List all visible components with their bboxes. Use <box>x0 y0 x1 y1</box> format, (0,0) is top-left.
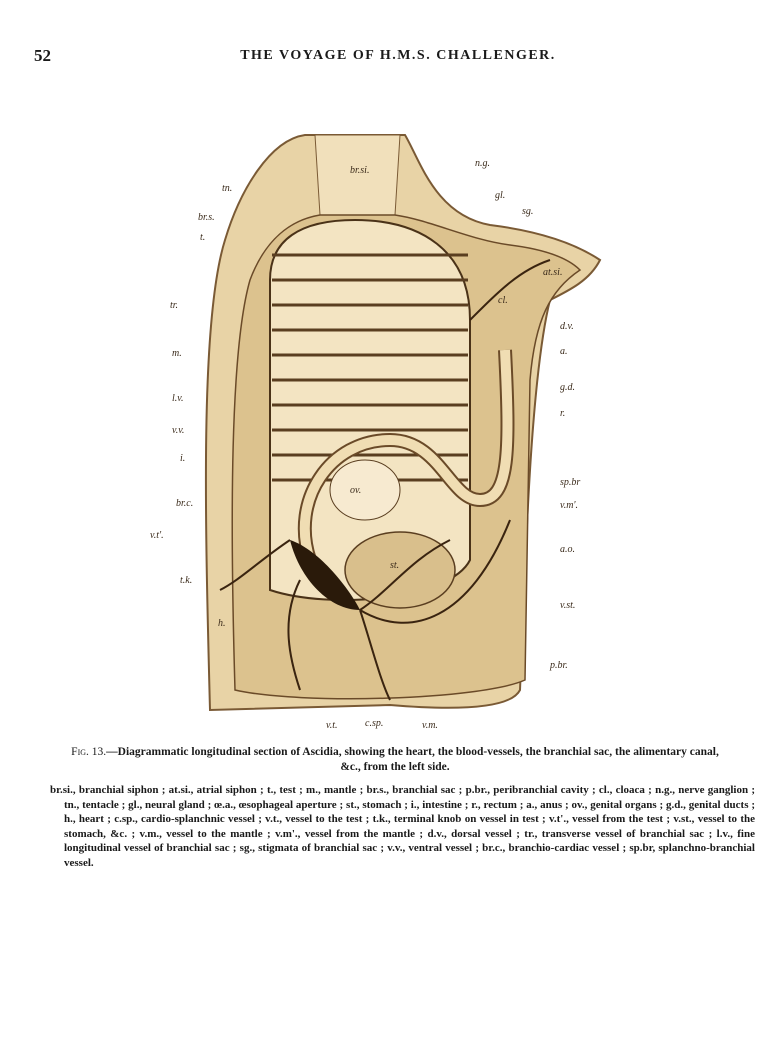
label-i: i. <box>180 453 186 464</box>
figure-number: Fig. 13. <box>71 746 107 758</box>
label-ov: ov. <box>350 485 362 496</box>
label-t: t. <box>200 232 206 243</box>
label-a-o: a.o. <box>560 544 575 555</box>
label-c-sp: c.sp. <box>365 718 384 729</box>
label-v-st: v.st. <box>560 600 576 611</box>
label-br-c: br.c. <box>176 498 194 509</box>
label-v-t: v.t. <box>326 720 338 731</box>
label-gl: gl. <box>495 190 506 201</box>
label-tn: tn. <box>222 183 233 194</box>
label-h: h. <box>218 618 226 629</box>
label-g-d: g.d. <box>560 382 575 393</box>
ascidia-drawing <box>204 134 602 712</box>
figure-caption: Fig. 13.—Diagrammatic longitudinal secti… <box>60 745 730 775</box>
page-number: 52 <box>34 46 51 65</box>
label-br-si: br.si. <box>350 165 370 176</box>
label-at-si: at.si. <box>543 267 563 278</box>
label-r: r. <box>560 408 566 419</box>
label-p-br: p.br. <box>550 660 568 671</box>
label-a: a. <box>560 346 568 357</box>
label-sg: sg. <box>522 206 534 217</box>
label-m: m. <box>172 348 182 359</box>
label-v-v: v.v. <box>172 425 185 436</box>
label-v-m-prime: v.m'. <box>560 500 579 511</box>
label-tr: tr. <box>170 300 179 311</box>
label-v-m: v.m. <box>422 720 438 731</box>
label-t-k: t.k. <box>180 575 193 586</box>
figure-legend: br.si., branchial siphon ; at.si., atria… <box>50 784 755 869</box>
ascidia-illustration: br.si. tn. br.s. t. tr. m. l.v. v.v. i. … <box>150 120 620 740</box>
label-st: st. <box>390 560 400 571</box>
label-l-v: l.v. <box>172 393 184 404</box>
label-n-g: n.g. <box>475 158 490 169</box>
label-d-v: d.v. <box>560 321 574 332</box>
running-title: THE VOYAGE OF H.M.S. CHALLENGER. <box>240 48 556 63</box>
figure-caption-text: —Diagrammatic longitudinal section of As… <box>106 746 719 773</box>
label-v-t-prime: v.t'. <box>150 530 164 541</box>
label-sp-br: sp.br <box>560 477 581 488</box>
label-cl: cl. <box>498 295 508 306</box>
label-br-s: br.s. <box>198 212 215 223</box>
